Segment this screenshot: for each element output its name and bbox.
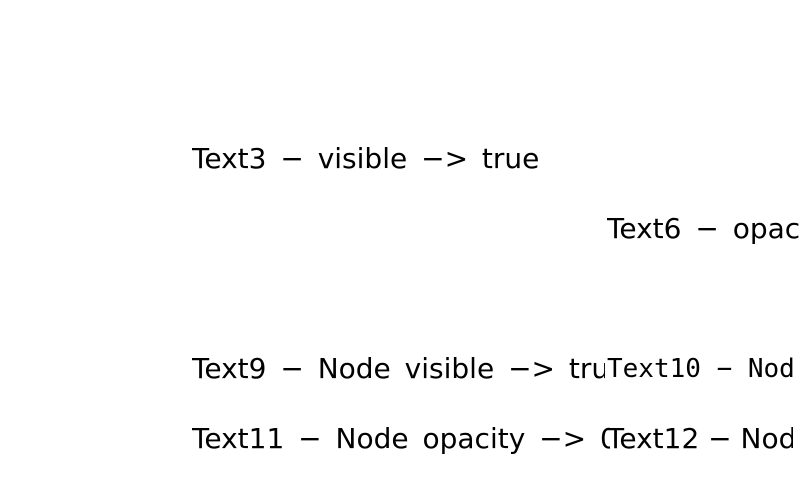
text-item-text3: Text3 − visible −> true	[192, 142, 540, 175]
text-item-text12: Text12 − Node	[607, 422, 793, 455]
text-item-text11: Text11 − Node opacity −> 0	[192, 422, 610, 455]
text-item-text9: Text9 − Node visible −> true	[192, 352, 605, 385]
text-item-text10: Text10 − Node	[607, 354, 793, 384]
text-item-text6: Text6 − opacity	[607, 212, 800, 245]
